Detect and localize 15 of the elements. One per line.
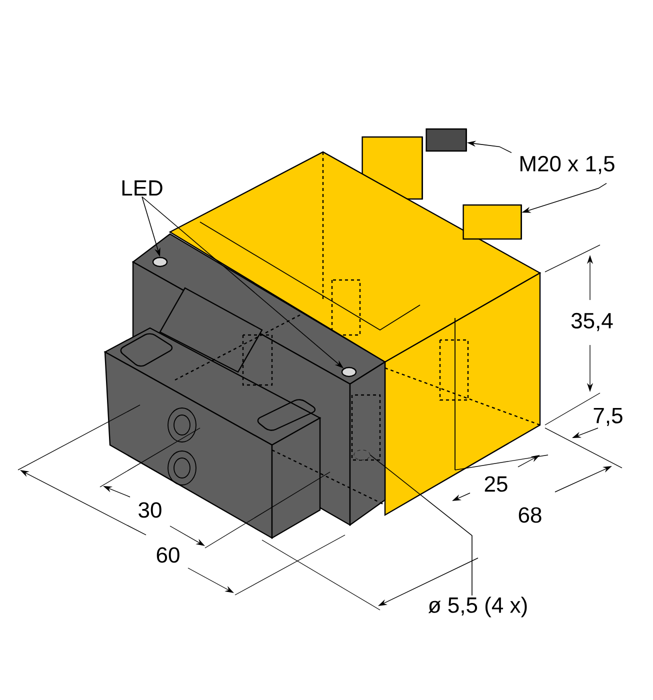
led-indicator: [152, 256, 168, 268]
callout-label: LED: [122, 180, 162, 196]
callout-label: ø 5,5 (4 x): [428, 596, 527, 618]
cable-gland: [426, 128, 467, 152]
dimension-label: 30: [138, 502, 162, 518]
callout-label: M20 x 1,5: [520, 156, 614, 174]
dimension-label: 35,4: [571, 312, 613, 332]
connector-cylinder: [462, 204, 522, 240]
leader-line: [370, 454, 472, 596]
dimension-label: 25: [484, 476, 508, 492]
dimension-label: 68: [518, 507, 542, 523]
dimension-label: 7,5: [594, 408, 622, 426]
dimension-label: 60: [156, 547, 180, 563]
led-indicator: [341, 366, 357, 378]
mounting-hole: [354, 450, 370, 460]
